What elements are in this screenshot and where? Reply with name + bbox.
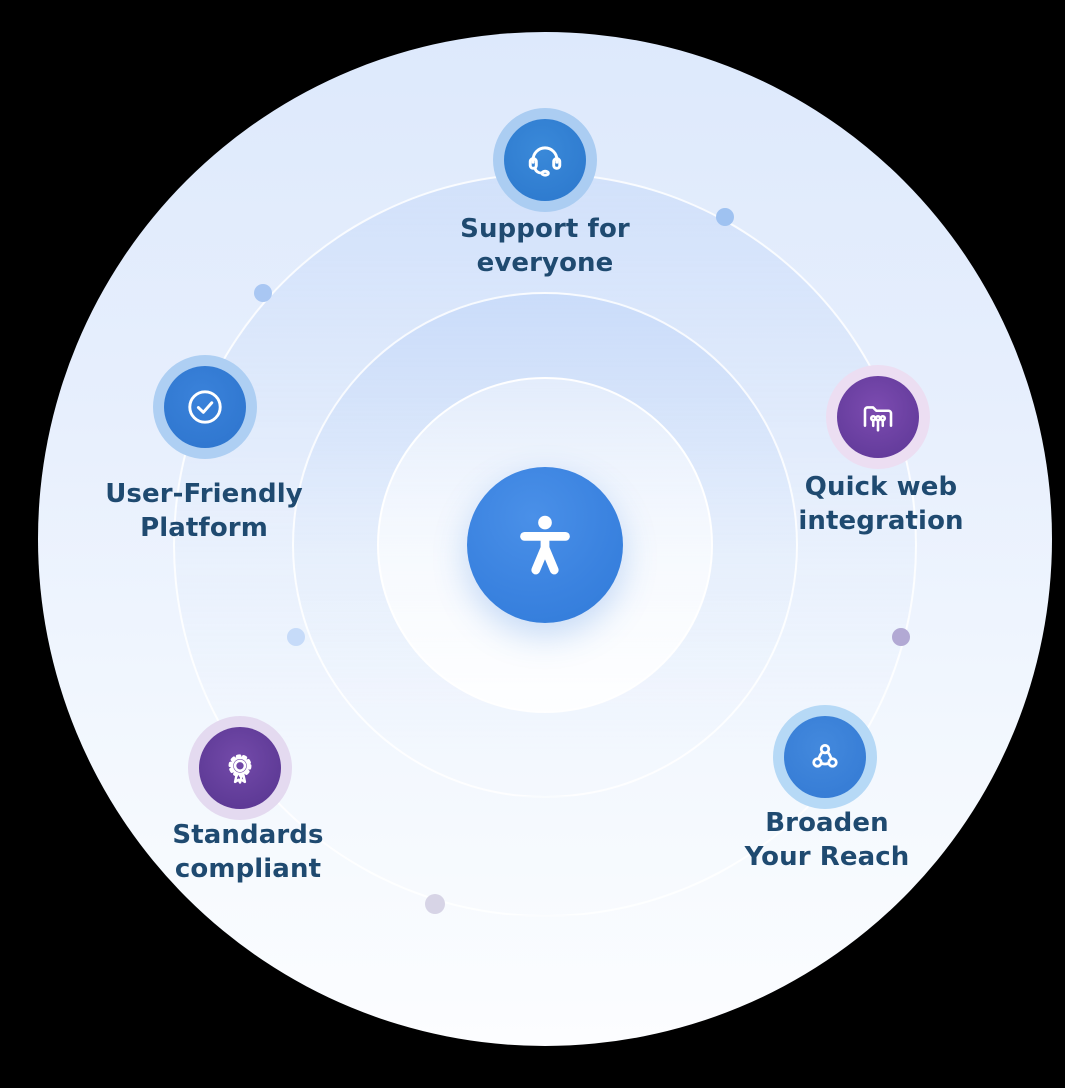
share-network-icon	[784, 716, 866, 798]
web-integration-icon	[837, 376, 919, 458]
check-circle-icon	[164, 366, 246, 448]
feature-label-line: Standards	[172, 820, 324, 850]
feature-broaden-your-reach	[773, 705, 877, 809]
feature-label: Support for everyone	[375, 212, 715, 280]
feature-label-line: Your Reach	[744, 842, 910, 872]
orbit-dot	[892, 628, 910, 646]
feature-label-line: Platform	[140, 513, 268, 543]
feature-label-line: integration	[798, 506, 964, 536]
headset-icon	[504, 119, 586, 201]
feature-quick-web-integration	[826, 365, 930, 469]
accessibility-icon	[506, 506, 584, 584]
feature-user-friendly-platform	[153, 355, 257, 459]
feature-label-line: Quick web	[804, 472, 958, 502]
orbit-dot	[716, 208, 734, 226]
feature-label: User-Friendly Platform	[34, 477, 374, 545]
orbit-dot	[425, 894, 445, 914]
feature-label-line: Broaden	[765, 808, 889, 838]
orbit-dot	[287, 628, 305, 646]
feature-label-line: everyone	[476, 248, 614, 278]
feature-label: Broaden Your Reach	[657, 806, 997, 874]
feature-label-line: compliant	[174, 854, 322, 884]
award-badge-icon	[199, 727, 281, 809]
feature-support-for-everyone	[493, 108, 597, 212]
feature-standards-compliant	[188, 716, 292, 820]
orbit-dot	[254, 284, 272, 302]
center-node	[467, 467, 623, 623]
feature-label-line: User-Friendly	[105, 479, 303, 509]
feature-label: Quick web integration	[711, 470, 1051, 538]
feature-label-line: Support for	[460, 214, 630, 244]
feature-label: Standards compliant	[78, 818, 418, 886]
